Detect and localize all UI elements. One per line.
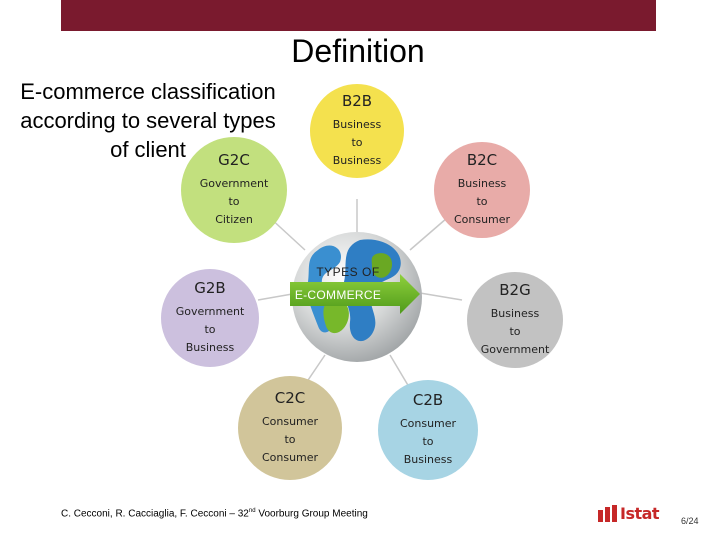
- center-label-line-2: E-COMMERCE: [295, 288, 381, 302]
- node-g2b-line-1: Government: [176, 305, 245, 318]
- node-g2b-line-3: Business: [186, 341, 235, 354]
- node-b2g-abbr: B2G: [499, 281, 530, 299]
- node-b2g-line-2: to: [509, 325, 520, 338]
- node-b2g-line-1: Business: [491, 307, 540, 320]
- node-b2b-line-2: to: [351, 136, 362, 149]
- node-g2b-line-2: to: [204, 323, 215, 336]
- node-g2b-abbr: G2B: [194, 279, 225, 297]
- node-b2b-line-1: Business: [333, 118, 382, 131]
- node-c2c-line-1: Consumer: [262, 415, 319, 428]
- node-c2b-abbr: C2B: [413, 391, 443, 409]
- footer-citation: C. Cecconi, R. Cacciaglia, F. Cecconi – …: [61, 508, 368, 519]
- node-b2c-line-2: to: [476, 195, 487, 208]
- node-c2c-abbr: C2C: [275, 389, 306, 407]
- page-number: 6/24: [681, 516, 699, 526]
- center-label-line-1: TYPES OF: [316, 265, 379, 279]
- node-b2c-abbr: B2C: [467, 151, 497, 169]
- node-c2b-line-1: Consumer: [400, 417, 457, 430]
- node-c2c-line-2: to: [284, 433, 295, 446]
- node-b2b-abbr: B2B: [342, 92, 372, 110]
- node-g2c-line-1: Government: [200, 177, 269, 190]
- node-b2g-line-3: Government: [481, 343, 550, 356]
- node-c2b-line-3: Business: [404, 453, 453, 466]
- node-b2c-line-1: Business: [458, 177, 507, 190]
- node-g2c-line-3: Citizen: [215, 213, 253, 226]
- node-c2c-line-3: Consumer: [262, 451, 319, 464]
- node-b2b-line-3: Business: [333, 154, 382, 167]
- node-g2c-line-2: to: [228, 195, 239, 208]
- istat-logo: Istat: [598, 503, 659, 523]
- istat-logo-mark: [598, 505, 618, 522]
- node-g2c-abbr: G2C: [218, 151, 250, 169]
- istat-logo-text: Istat: [620, 504, 659, 523]
- node-c2b-line-2: to: [422, 435, 433, 448]
- node-b2c-line-3: Consumer: [454, 213, 511, 226]
